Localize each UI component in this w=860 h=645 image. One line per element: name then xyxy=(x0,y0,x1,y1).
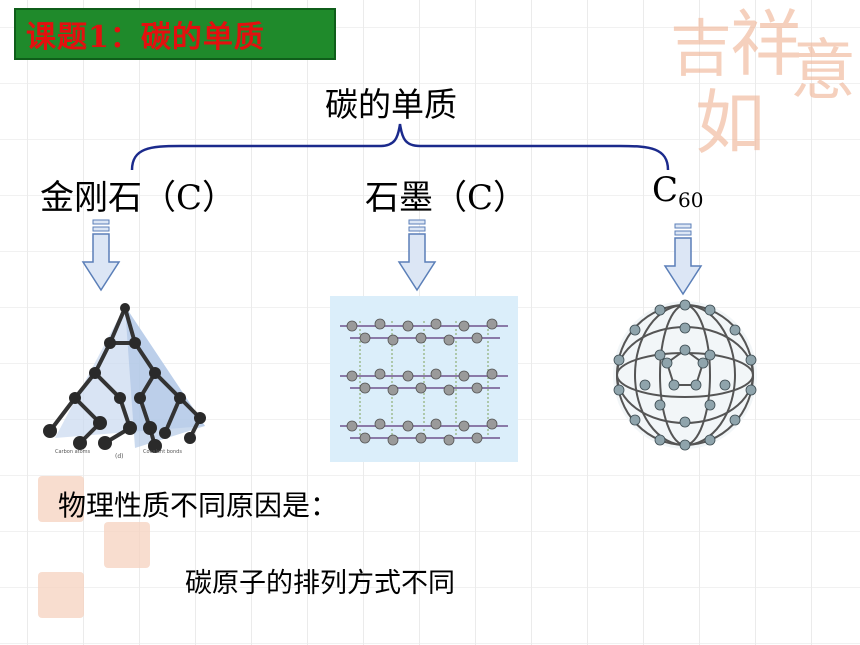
grouping-brace xyxy=(130,123,670,171)
carbon-atoms-caption: Carbon atoms xyxy=(55,449,91,455)
small-seal-2 xyxy=(104,522,150,568)
arrow-down-icon xyxy=(663,223,703,296)
figure-tag: (d) xyxy=(115,453,124,460)
covalent-bonds-caption: Covalent bonds xyxy=(143,449,182,455)
heading: 碳的单质 xyxy=(325,85,457,124)
c60-structure-image xyxy=(613,299,757,451)
answer-text: 碳原子的排列方式不同 xyxy=(185,568,455,599)
graphite-structure-image xyxy=(330,296,518,462)
allotrope-diamond-label: 金刚石（C） xyxy=(40,178,237,218)
small-seal-1 xyxy=(38,476,84,522)
allotrope-graphite-label: 石墨（C） xyxy=(365,178,528,218)
seal-watermark: 吉 祥 意 如 xyxy=(670,2,856,164)
slide-title-box: 课题1：碳的单质 xyxy=(14,8,336,60)
question-text: 物理性质不同原因是： xyxy=(58,489,339,522)
arrow-down-icon xyxy=(81,219,121,292)
allotrope-c60-label: C60 xyxy=(652,170,704,212)
slide-title: 课题1：碳的单质 xyxy=(26,20,265,55)
arrow-down-icon xyxy=(397,219,437,292)
small-seal-3 xyxy=(38,572,84,618)
diamond-structure-image: Carbon atoms Covalent bonds (d) xyxy=(43,303,206,460)
